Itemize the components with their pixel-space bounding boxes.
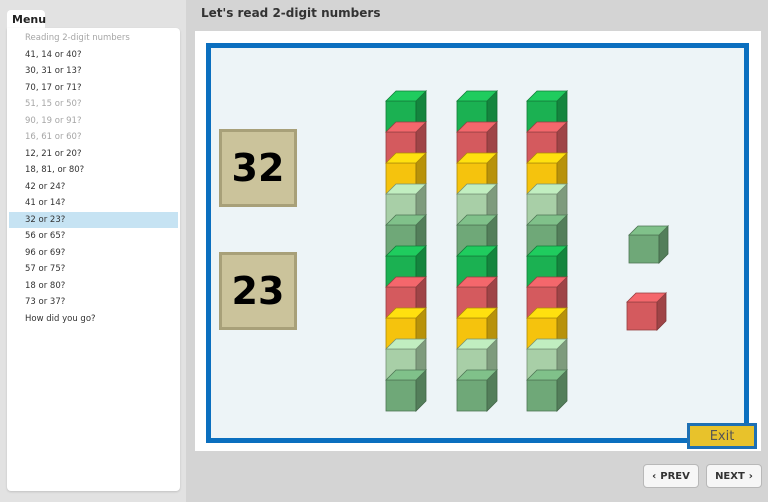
ones-cube xyxy=(628,225,669,264)
menu-item[interactable]: 41, 14 or 40? xyxy=(25,49,82,60)
menu-item[interactable]: 16, 61 or 60? xyxy=(25,132,82,142)
tens-rod-cube xyxy=(385,307,427,350)
number-card-option-1[interactable]: 32 xyxy=(219,129,297,207)
chevron-left-icon: ‹ xyxy=(652,470,657,482)
menu-item[interactable]: 57 or 75? xyxy=(25,264,66,274)
menu-panel xyxy=(7,28,180,491)
chevron-right-icon: › xyxy=(748,470,753,482)
menu-item[interactable]: Reading 2-digit numbers xyxy=(25,33,130,43)
menu-item[interactable]: 12, 21 or 20? xyxy=(25,148,82,159)
menu-item[interactable]: 18 or 80? xyxy=(25,280,66,291)
number-card-option-2[interactable]: 23 xyxy=(219,252,297,330)
menu-tab[interactable]: Menu xyxy=(7,10,46,29)
next-label: NEXT xyxy=(715,470,745,482)
menu-item[interactable]: 30, 31 or 13? xyxy=(25,66,82,76)
menu-item[interactable]: 70, 17 or 71? xyxy=(25,82,82,93)
tens-rod-cube xyxy=(526,369,568,412)
menu-item[interactable]: 18, 81, or 80? xyxy=(25,165,85,175)
next-button[interactable]: NEXT › xyxy=(706,464,762,488)
exit-button[interactable]: Exit xyxy=(687,423,757,449)
menu-item[interactable]: 42 or 24? xyxy=(25,181,66,192)
ones-cube xyxy=(626,292,667,331)
page-title: Let's read 2-digit numbers xyxy=(201,6,381,20)
menu-item[interactable]: 41 or 14? xyxy=(25,198,66,208)
tens-rod-cube xyxy=(456,369,498,412)
sidebar: Menu Reading 2-digit numbers 41, 14 or 40… xyxy=(0,0,186,502)
menu-item[interactable]: 73 or 37? xyxy=(25,297,66,307)
prev-label: PREV xyxy=(660,470,690,482)
menu-item[interactable]: 32 or 23? xyxy=(9,211,178,228)
menu-item[interactable]: 51, 15 or 50? xyxy=(25,99,82,109)
tens-rod-cube xyxy=(385,369,427,412)
prev-button[interactable]: ‹ PREV xyxy=(643,464,699,488)
menu-item[interactable]: 96 or 69? xyxy=(25,247,66,258)
menu-item[interactable]: 56 or 65? xyxy=(25,231,66,241)
menu-item[interactable]: How did you go? xyxy=(25,313,96,324)
menu-item[interactable]: 90, 19 or 91? xyxy=(25,115,82,126)
